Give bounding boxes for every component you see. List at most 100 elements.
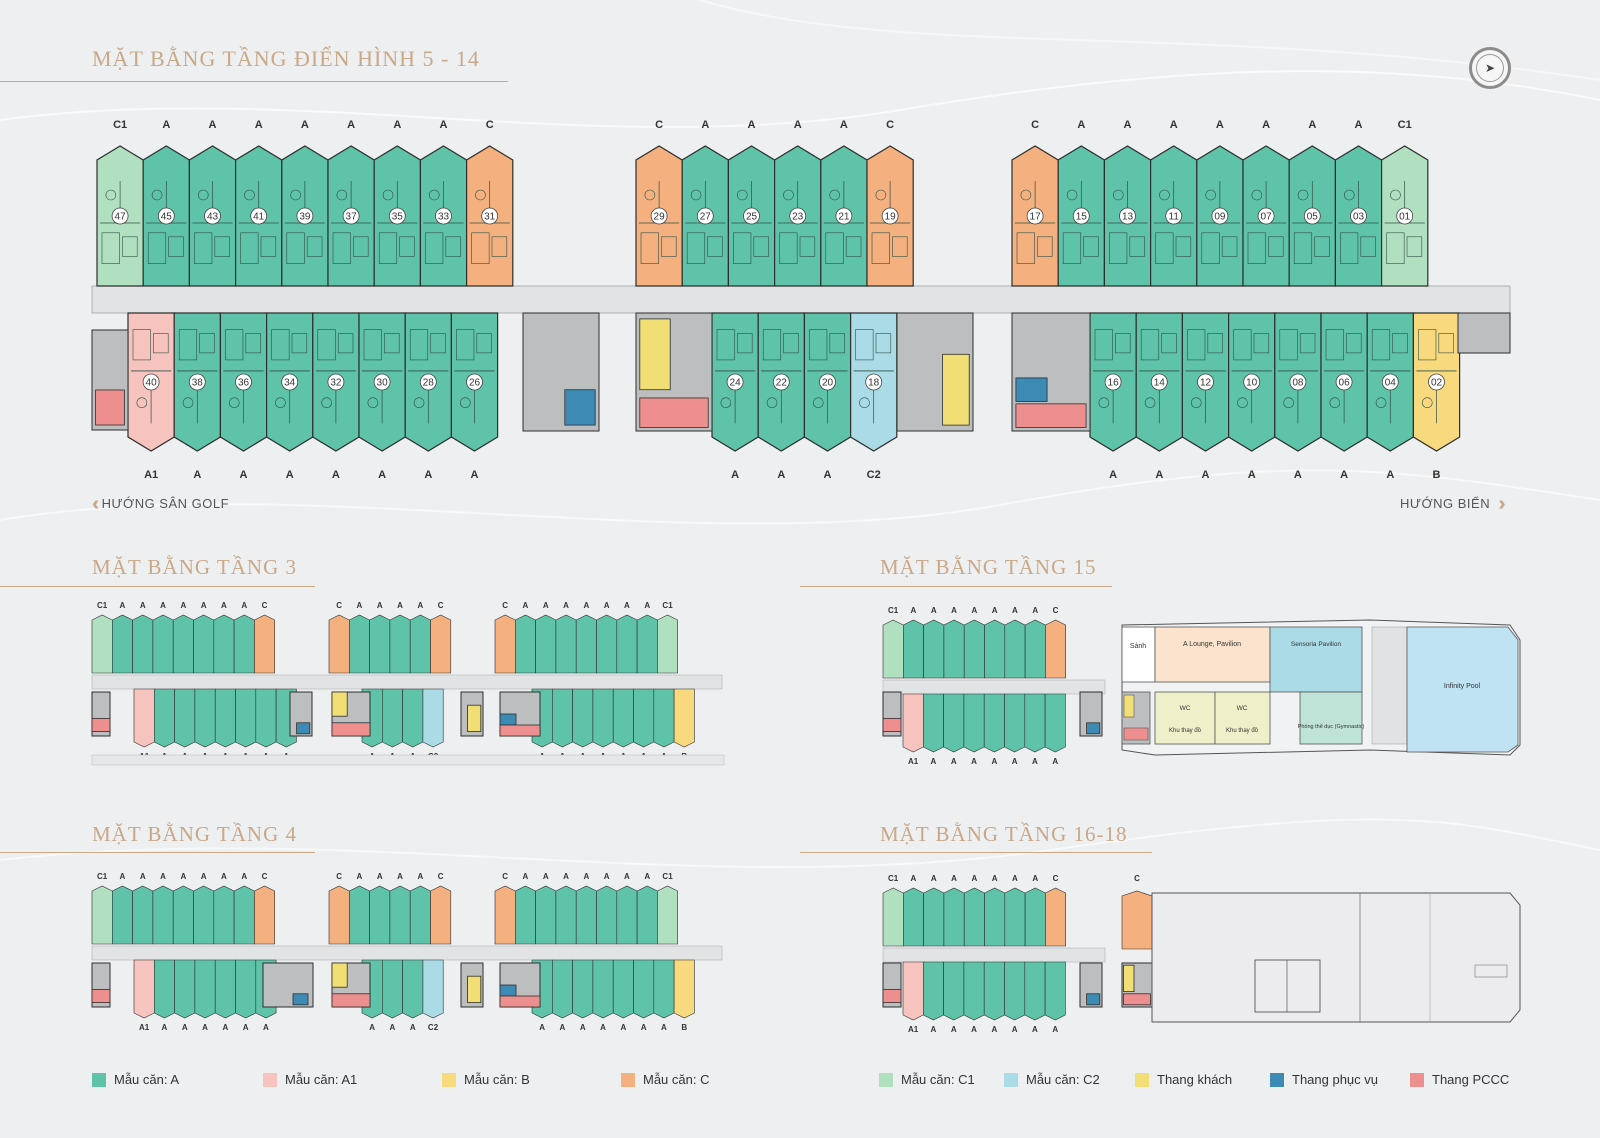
table — [1375, 397, 1387, 409]
unit-number-badge — [1211, 207, 1229, 225]
unit-number-badge — [481, 207, 499, 225]
room-label: WC — [1237, 705, 1248, 712]
unit-type-label: C1 — [113, 119, 127, 131]
table — [1205, 189, 1216, 201]
unit-type-label: A — [1355, 119, 1363, 131]
unit-number: 37 — [346, 212, 358, 223]
table — [428, 189, 440, 201]
unit-type-label: A — [440, 119, 448, 131]
bathroom — [399, 236, 415, 257]
unit-number-badge — [342, 207, 360, 225]
apartment-unit — [596, 614, 618, 674]
unit-number: 07 — [1261, 212, 1273, 223]
bed — [1155, 232, 1174, 264]
unit-number: 28 — [423, 378, 435, 389]
unit-type-label: A — [1155, 469, 1163, 481]
unit-type-label: A — [1052, 757, 1058, 766]
unit-type-label: A — [140, 872, 146, 881]
apartment-unit — [254, 885, 275, 945]
table — [812, 397, 824, 409]
bathroom — [1129, 236, 1145, 257]
bathroom — [476, 333, 492, 354]
elevator-stair — [882, 989, 902, 1004]
bed — [456, 329, 475, 361]
unit-number-badge — [419, 373, 437, 391]
apartment-unit — [535, 614, 557, 674]
apartment-unit — [422, 959, 444, 1019]
table — [382, 189, 394, 201]
apartment-unit — [193, 614, 215, 674]
table — [1098, 397, 1110, 409]
elevator-stair — [1123, 727, 1149, 741]
table — [1421, 397, 1433, 409]
bed — [409, 329, 429, 361]
unit-number: 06 — [1339, 378, 1351, 389]
unit-type-label: A — [951, 1025, 957, 1034]
apartment-unit — [214, 959, 236, 1019]
unit-number: 02 — [1431, 378, 1443, 389]
apartment-unit — [963, 693, 985, 753]
bar-room — [1269, 626, 1363, 693]
elevator-stair — [564, 389, 596, 426]
unit-type-label: C1 — [888, 874, 899, 883]
unit-type-label: A — [347, 119, 355, 131]
bed — [1418, 329, 1437, 361]
unit-number: 19 — [885, 212, 897, 223]
apartment-unit — [422, 688, 444, 748]
unit-type-label: A — [1032, 874, 1038, 883]
unit-type-label: A — [971, 606, 977, 615]
unit-type-label: A — [417, 601, 423, 610]
apartment-unit — [172, 885, 194, 945]
unit-number: 03 — [1353, 212, 1365, 223]
bathroom — [1406, 236, 1423, 257]
bed — [1293, 232, 1313, 264]
unit-type-label: A — [1077, 119, 1085, 131]
lounge-room — [1154, 626, 1271, 683]
unit-type-label: A — [241, 601, 247, 610]
unit-number-badge — [1350, 207, 1367, 225]
bathroom — [199, 333, 215, 354]
bathroom — [737, 333, 753, 354]
bed — [225, 329, 244, 361]
table — [859, 397, 870, 409]
bathroom — [153, 333, 169, 354]
elevator-stair — [331, 722, 371, 737]
unit-type-label: A — [971, 874, 977, 883]
unit-number-badge — [204, 207, 221, 225]
unit-type-label: A — [1170, 119, 1178, 131]
apartment-unit — [882, 619, 904, 679]
unit-type-label: A — [604, 601, 610, 610]
bed — [686, 232, 706, 264]
unit-type-label: A — [992, 874, 998, 883]
apartment-unit — [903, 619, 924, 679]
apartment-unit — [235, 959, 257, 1019]
unit-type-label: A — [357, 872, 363, 881]
apartment-unit — [133, 688, 155, 748]
unit-type-label: A — [424, 469, 432, 481]
unit-type-label: A — [332, 469, 340, 481]
unit-type-label: C — [1031, 119, 1039, 131]
unit-number: 38 — [192, 378, 204, 389]
unit-type-label: A — [620, 1023, 626, 1032]
elevator-stair — [639, 397, 709, 428]
unit-number-badge — [1381, 373, 1399, 391]
apartment-unit — [552, 959, 573, 1019]
elevator-stair — [91, 989, 111, 1004]
unit-number: 32 — [330, 378, 342, 389]
legend-c2: Mẫu căn: C2 — [1004, 1072, 1100, 1087]
apartment-unit — [233, 614, 255, 674]
bed — [779, 232, 798, 264]
unit-type-label: A — [604, 872, 610, 881]
apartment-unit — [1045, 619, 1066, 679]
apartment-unit — [154, 688, 175, 748]
legend-a: Mẫu căn: A — [92, 1072, 179, 1087]
bed — [332, 232, 351, 264]
table — [1237, 397, 1248, 409]
apartment-unit — [923, 693, 944, 753]
unit-type-label: A1 — [144, 469, 158, 481]
bed — [762, 329, 782, 361]
unit-type-label: A — [369, 1023, 375, 1032]
bed — [363, 329, 382, 361]
apartment-unit — [963, 887, 985, 947]
room-label: Sensoria Pavilion — [1291, 641, 1342, 648]
